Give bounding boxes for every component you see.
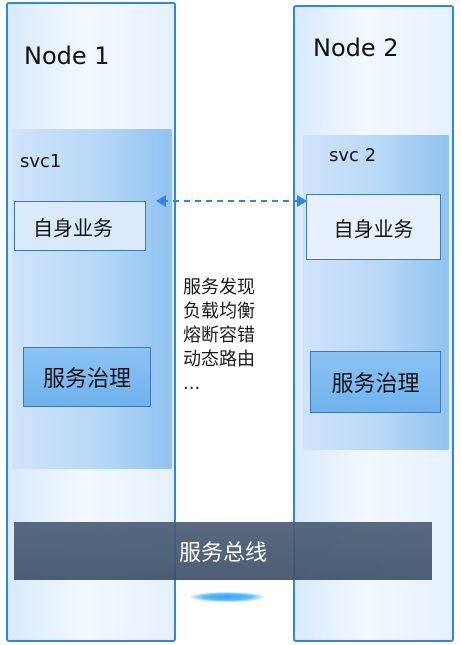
node-2-title: Node 2 <box>313 34 399 62</box>
feature-item: 动态路由 <box>183 349 255 370</box>
service-bus: 服务总线 <box>14 522 432 580</box>
node-2-business-box: 自身业务 <box>306 194 441 260</box>
node-1-business-box: 自身业务 <box>14 201 146 251</box>
feature-list: 服务发现 负载均衡 熔断容错 动态路由 ... <box>183 276 255 396</box>
svc-1-title: svc1 <box>20 151 62 172</box>
svc-1-container: svc1 自身业务 服务治理 <box>12 129 172 469</box>
bus-glow <box>190 592 264 602</box>
feature-item: 负载均衡 <box>183 301 255 322</box>
node-2-governance-box: 服务治理 <box>310 351 441 413</box>
feature-item: 熔断容错 <box>183 325 255 346</box>
svc-2-title: svc 2 <box>329 145 377 166</box>
node-1-governance-box: 服务治理 <box>23 347 151 407</box>
svc-2-container: svc 2 自身业务 服务治理 <box>303 135 449 450</box>
feature-item: ... <box>183 373 201 394</box>
node-1-title: Node 1 <box>24 42 110 70</box>
feature-item: 服务发现 <box>183 277 255 298</box>
